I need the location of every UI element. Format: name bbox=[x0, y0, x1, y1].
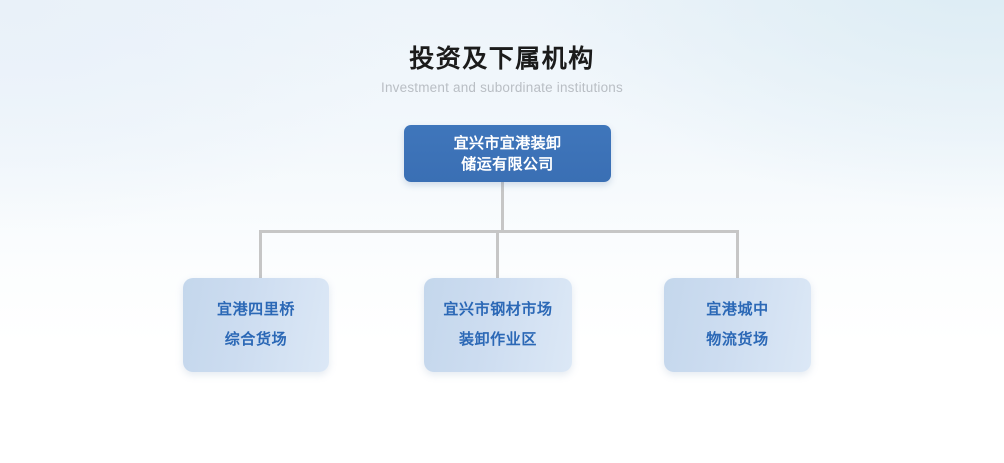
org-node-child-3-label: 宜港城中 物流货场 bbox=[706, 295, 768, 355]
org-node-child-2-label-line1: 宜兴市钢材市场 bbox=[443, 301, 553, 318]
connector-horizontal-bus bbox=[259, 230, 739, 233]
connector-drop-child-2 bbox=[496, 230, 499, 279]
connector-drop-child-3 bbox=[736, 230, 739, 279]
org-node-child-2[interactable]: 宜兴市钢材市场 装卸作业区 bbox=[424, 278, 572, 372]
org-node-child-1-label-line1: 宜港四里桥 bbox=[216, 301, 295, 318]
connector-drop-child-1 bbox=[259, 230, 262, 279]
org-node-child-1-label: 宜港四里桥 综合货场 bbox=[217, 295, 295, 355]
connector-trunk-vertical bbox=[501, 181, 504, 233]
org-node-child-1[interactable]: 宜港四里桥 综合货场 bbox=[183, 278, 329, 372]
org-node-root-label: 宜兴市宜港装卸 储运有限公司 bbox=[454, 133, 562, 175]
org-node-root-label-line1: 宜兴市宜港装卸 bbox=[453, 134, 562, 152]
org-node-root-label-line2: 储运有限公司 bbox=[461, 155, 554, 173]
org-node-child-1-label-line2: 综合货场 bbox=[224, 331, 288, 348]
page-heading: 投资及下属机构 Investment and subordinate insti… bbox=[0, 44, 1004, 96]
org-node-child-3-label-line2: 物流货场 bbox=[706, 331, 769, 348]
org-node-child-2-label-line2: 装卸作业区 bbox=[458, 331, 537, 348]
page-title: 投资及下属机构 bbox=[409, 45, 595, 73]
page-subtitle: Investment and subordinate institutions bbox=[381, 80, 623, 95]
org-node-root[interactable]: 宜兴市宜港装卸 储运有限公司 bbox=[404, 125, 611, 182]
org-node-child-3[interactable]: 宜港城中 物流货场 bbox=[664, 278, 811, 372]
org-node-child-2-label: 宜兴市钢材市场 装卸作业区 bbox=[443, 295, 552, 355]
org-node-child-3-label-line1: 宜港城中 bbox=[706, 301, 769, 318]
